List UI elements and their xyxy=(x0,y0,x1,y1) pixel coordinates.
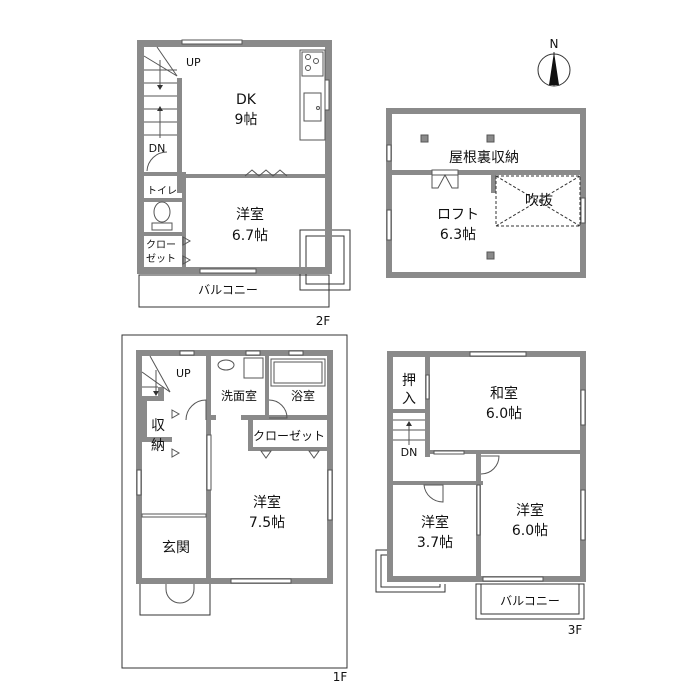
oshiire-label-1: 押 xyxy=(402,373,416,389)
stairs-up-label: UP xyxy=(186,56,201,69)
room-japanese-size: 6.0帖 xyxy=(486,406,522,422)
room-western-large-size: 6.0帖 xyxy=(512,523,548,539)
room-western-1f-size: 7.5帖 xyxy=(249,515,285,531)
site-boundary xyxy=(121,334,348,669)
stairs-down-label-3f: DN xyxy=(401,446,418,459)
toilet-icon xyxy=(153,201,171,223)
kitchen-counter xyxy=(299,49,326,141)
toilet-label: トイレ xyxy=(147,186,177,197)
oshiire-label-2: 入 xyxy=(402,391,416,407)
floor-label-1f: 1F xyxy=(333,670,348,684)
staircase-2f xyxy=(143,46,178,138)
room-bath-name: 浴室 xyxy=(291,388,315,403)
room-dk-name: DK xyxy=(236,92,257,108)
room-dk-size: 9帖 xyxy=(235,112,258,128)
bathtub-icon xyxy=(270,358,326,387)
room-washroom-name: 洗面室 xyxy=(221,388,257,403)
sink-icon xyxy=(217,359,235,371)
storage-label-2: 納 xyxy=(151,438,165,454)
closet-label-2: ゼット xyxy=(146,253,176,265)
stairs-down-label: DN xyxy=(149,142,166,155)
closet-label-1: クロー xyxy=(146,239,176,251)
room-western-2f-name: 洋室 xyxy=(236,206,264,223)
room-loft-name: ロフト xyxy=(437,207,479,223)
floor-1f: UP 洗面室 浴室 クローゼット 収 納 洋室 7.5帖 玄関 1F xyxy=(121,334,348,684)
floor-2f: UP DN トイレ クロー ゼット DK 9帖 洋室 6.7帖 バルコニー 2F xyxy=(137,39,351,328)
room-western-1f-name: 洋室 xyxy=(253,494,281,511)
balcony-3f-label: バルコニー xyxy=(500,594,560,608)
washer-icon xyxy=(243,357,264,379)
floor-label-3f: 3F xyxy=(568,623,583,637)
room-western-small-size: 3.7帖 xyxy=(417,535,453,551)
stairs-up-label-1f: UP xyxy=(176,367,191,380)
room-japanese-name: 和室 xyxy=(490,385,518,402)
door-swing-icon xyxy=(480,455,500,475)
floor-loft: 屋根裏収納 ロフト 6.3帖 吹抜 xyxy=(386,108,586,278)
balcony-2f xyxy=(138,274,330,308)
compass-label: N xyxy=(550,37,559,51)
compass-north-icon: N xyxy=(537,37,571,87)
void-area xyxy=(495,175,581,227)
room-western-large-name: 洋室 xyxy=(516,502,544,519)
balcony-2f-label: バルコニー xyxy=(198,283,258,297)
staircase-1f xyxy=(141,355,171,396)
room-western-small-name: 洋室 xyxy=(421,514,449,531)
room-closet-name: クローゼット xyxy=(253,429,325,443)
storage-label-1: 収 xyxy=(151,418,165,434)
room-western-2f-size: 6.7帖 xyxy=(232,228,268,244)
staircase-3f xyxy=(393,419,425,445)
door-swing-icon xyxy=(185,399,207,421)
floor-3f: DN 押 入 和室 6.0帖 洋室 3.7帖 洋室 6.0帖 バルコニー 3F xyxy=(375,351,586,637)
room-entrance-name: 玄関 xyxy=(162,539,190,556)
room-attic-name: 屋根裏収納 xyxy=(449,149,519,166)
room-loft-size: 6.3帖 xyxy=(440,227,476,243)
floor-label-2f: 2F xyxy=(316,314,331,328)
door-swing-icon xyxy=(146,151,168,172)
void-label: 吹抜 xyxy=(525,193,553,209)
